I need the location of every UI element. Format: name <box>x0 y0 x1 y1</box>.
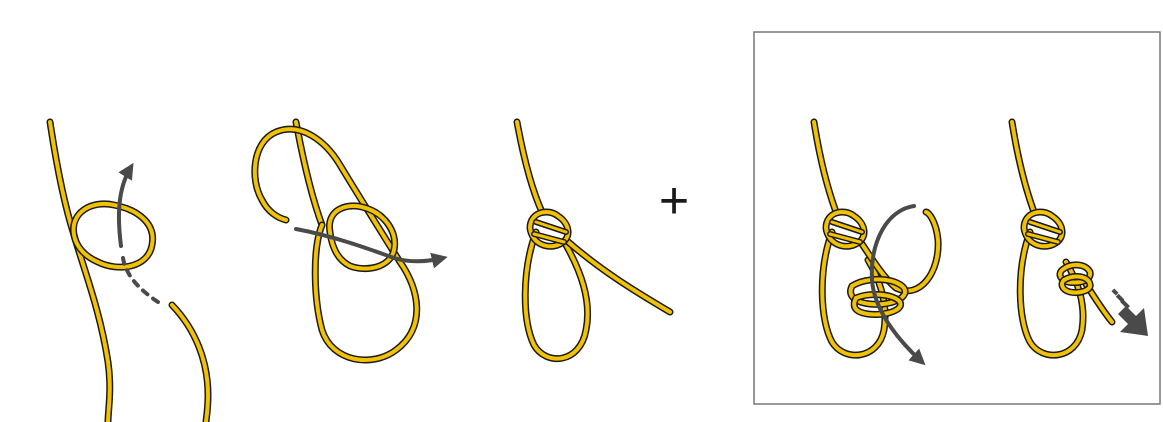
rope-step-4 <box>810 118 942 359</box>
wraps-step-4 <box>847 276 909 318</box>
knot-step-5 <box>1020 208 1066 250</box>
plus-symbol: + <box>659 172 689 230</box>
step-5-panel <box>1008 118 1148 359</box>
pull-arrow-step-5 <box>1111 288 1148 336</box>
step-1-panel <box>46 118 212 422</box>
rope-step-3 <box>513 118 674 363</box>
arrow-step-4 <box>869 204 926 366</box>
step-4-panel <box>810 118 942 366</box>
step-3-panel <box>513 118 674 363</box>
rope-step-5 <box>1008 118 1116 359</box>
rope-step-1 <box>46 118 212 422</box>
arrow-step-1-head <box>116 162 134 248</box>
step-2-panel <box>251 118 448 364</box>
wraps-step-5 <box>1056 261 1094 296</box>
plus-sign: + <box>659 172 689 230</box>
arrow-step-1 <box>121 256 160 304</box>
knot-step-4 <box>822 208 868 250</box>
knot-step-3 <box>526 208 572 250</box>
boxed-steps-frame <box>753 31 1161 405</box>
rope-step-2 <box>251 118 421 364</box>
arrow-step-2 <box>294 227 448 269</box>
